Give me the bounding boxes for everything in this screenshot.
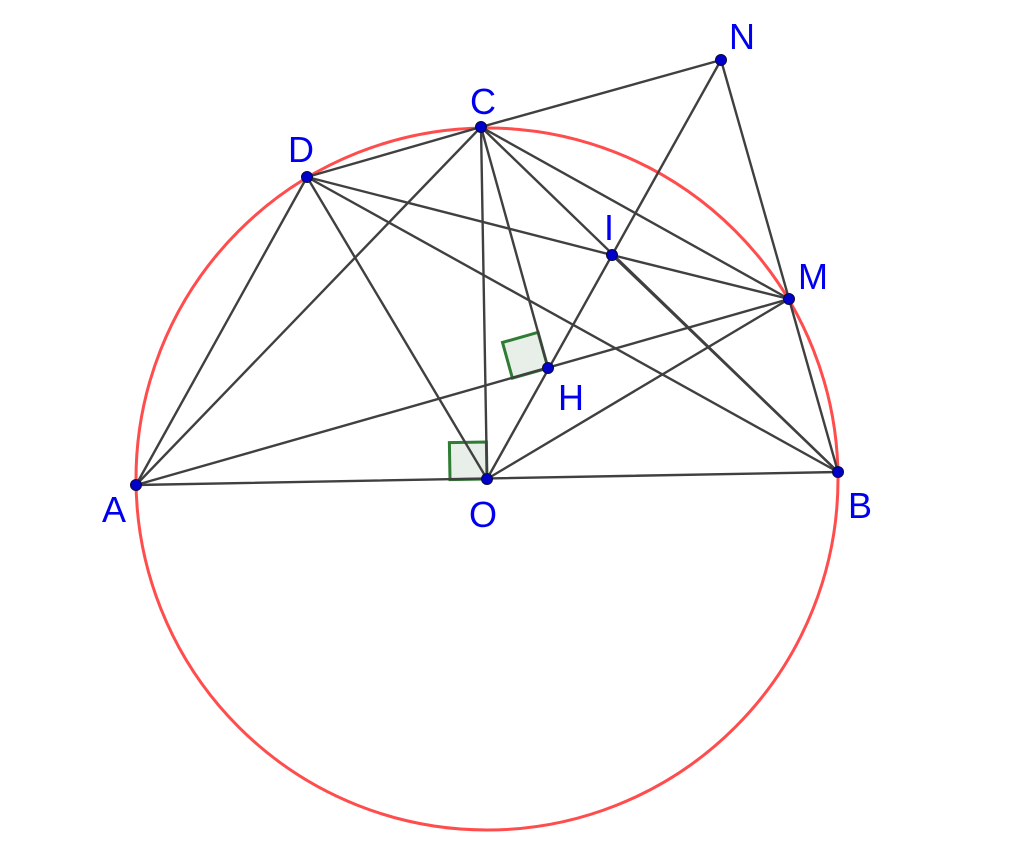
label-c: C	[470, 81, 496, 122]
segment-dc	[305, 125, 483, 179]
label-i: I	[604, 207, 614, 248]
point-c	[475, 121, 487, 133]
segment-di	[305, 175, 614, 257]
points	[130, 54, 844, 491]
label-o: O	[469, 494, 497, 535]
segments	[134, 58, 840, 487]
label-m: M	[798, 256, 828, 297]
right-angle-markers	[447, 330, 550, 482]
segment-nm	[719, 58, 791, 301]
point-i	[606, 249, 618, 261]
label-a: A	[102, 489, 126, 530]
segment-do	[305, 175, 489, 481]
point-b	[832, 466, 844, 478]
segment-cn	[479, 58, 723, 129]
segment-om	[485, 297, 791, 481]
segment-ch	[479, 125, 550, 370]
segment-im	[610, 253, 791, 301]
segment-no	[485, 58, 723, 481]
label-b: B	[848, 485, 872, 526]
segment-am	[134, 297, 791, 487]
point-n	[715, 54, 727, 66]
point-o	[481, 473, 493, 485]
label-n: N	[729, 16, 755, 57]
segment-mb	[787, 297, 840, 474]
point-a	[130, 479, 142, 491]
segment-co	[479, 125, 489, 481]
label-d: D	[288, 129, 314, 170]
segment-ad	[134, 175, 309, 487]
point-d	[301, 171, 313, 183]
point-labels: A B C D M N I H O	[102, 16, 872, 535]
label-h: H	[558, 377, 584, 418]
segment-ac	[134, 125, 483, 487]
segment-ib	[610, 253, 840, 474]
point-h	[542, 362, 554, 374]
point-m	[783, 293, 795, 305]
